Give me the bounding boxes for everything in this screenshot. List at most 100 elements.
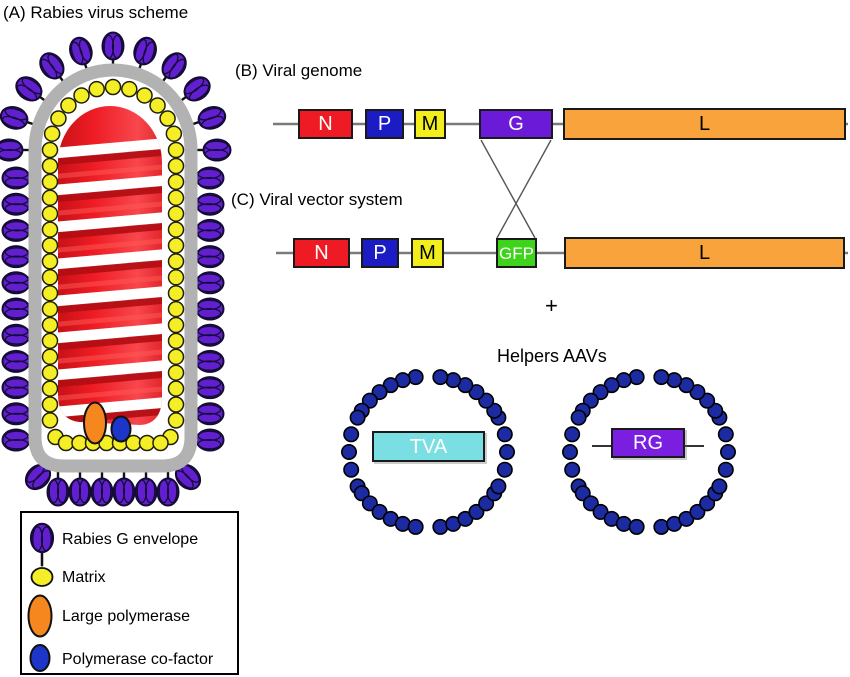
aav-capsid-dot <box>496 461 513 478</box>
matrix-icon <box>41 141 59 159</box>
legend-label-large-polymerase: Large polymerase <box>62 608 191 625</box>
aav-capsid-dot <box>490 478 507 495</box>
aav-capsid-dot <box>432 369 449 386</box>
aav-capsid-dot <box>498 443 515 460</box>
gene-box-m: M <box>411 238 444 268</box>
rabies-g-envelope-icon <box>39 52 69 89</box>
matrix-icon <box>50 110 67 127</box>
matrix-icon <box>41 364 59 381</box>
aav-cargo-tva: TVA <box>372 431 485 462</box>
aav-capsid-dot <box>717 461 734 478</box>
matrix-icon <box>41 253 59 270</box>
matrix-icon <box>167 173 185 191</box>
aav-capsid-dot <box>570 409 587 426</box>
matrix-icon <box>41 332 59 350</box>
aav-capsid-dot <box>407 518 424 535</box>
rabies-g-envelope-icon <box>174 76 211 106</box>
matrix-icon <box>60 97 77 114</box>
swap-line-2 <box>496 139 552 239</box>
gene-box-p: P <box>365 109 404 139</box>
aav-capsid-dot <box>717 426 734 443</box>
legend: Rabies G envelope Matrix Large polymeras… <box>20 511 239 675</box>
matrix-icon <box>121 80 138 98</box>
matrix-icon <box>41 300 59 318</box>
aav-capsid-dot <box>628 518 645 535</box>
aav-capsid-dot <box>432 518 449 535</box>
aav-capsid-dot <box>343 461 360 478</box>
rabies-g-envelope-icon <box>29 522 55 567</box>
rabies-g-envelope-icon <box>1 166 43 190</box>
aav-capsid-dot <box>653 369 670 386</box>
rabies-g-envelope-icon <box>0 138 36 162</box>
aav-capsid-dot <box>496 426 513 443</box>
matrix-icon <box>167 412 185 429</box>
matrix-icon <box>167 300 185 318</box>
matrix-icon <box>41 221 59 238</box>
aav-capsid-dot <box>445 372 462 389</box>
legend-label-envelope: Rabies G envelope <box>62 531 199 548</box>
matrix-icon <box>41 189 59 207</box>
matrix-icon <box>41 237 59 254</box>
gene-box-n: N <box>298 109 353 139</box>
matrix-icon <box>167 157 185 175</box>
matrix-icon <box>41 205 59 222</box>
aav-capsids <box>340 369 736 535</box>
matrix-icon <box>167 396 185 413</box>
matrix-icon <box>41 269 59 286</box>
aav-capsid-dot <box>666 372 683 389</box>
legend-label-matrix: Matrix <box>62 569 106 586</box>
rabies-g-envelope-icon <box>156 465 180 507</box>
matrix-icon <box>167 269 185 286</box>
matrix-icon <box>88 80 105 98</box>
matrix-icon <box>167 332 185 350</box>
swap-line-1 <box>480 139 536 239</box>
matrix-icon <box>167 253 185 270</box>
aav-capsid-dot <box>711 478 728 495</box>
gene-box-gfp: GFP <box>496 238 537 268</box>
aav-capsid-dot <box>561 443 578 460</box>
aav-cargo-rg: RG <box>611 428 685 458</box>
panel-b-title: (B) Viral genome <box>235 61 363 80</box>
matrix-icon <box>167 189 185 207</box>
matrix-icon <box>167 237 185 254</box>
matrix-icon <box>41 412 59 429</box>
aav-capsid-dot <box>615 515 632 532</box>
helpers-aavs-title: Helpers AAVs <box>497 346 607 366</box>
aav-capsid-dot <box>628 369 645 386</box>
gene-box-l: L <box>563 108 846 140</box>
legend-label-cofactor: Polymerase co-factor <box>62 651 214 668</box>
matrix-icon <box>167 348 185 366</box>
matrix-icon <box>167 221 185 238</box>
matrix-icon <box>41 284 59 302</box>
matrix-icon <box>159 110 176 127</box>
matrix-icon <box>41 348 59 366</box>
matrix-icon <box>43 125 61 142</box>
matrix-icon <box>149 97 166 114</box>
gene-box-n: N <box>293 238 350 268</box>
aav-capsid-dot <box>407 369 424 386</box>
matrix-icon <box>167 380 185 397</box>
plus-sign: + <box>545 293 558 318</box>
matrix-icon <box>30 567 54 587</box>
rabies-virion <box>0 31 232 507</box>
gene-box-g: G <box>479 109 553 139</box>
matrix-icon <box>167 205 185 222</box>
aav-capsid-dot <box>719 443 736 460</box>
large-polymerase-icon <box>27 594 53 638</box>
matrix-icon <box>167 364 185 381</box>
gene-box-l: L <box>564 237 845 269</box>
legend-icons <box>27 522 55 672</box>
matrix-icon <box>41 396 59 413</box>
gene-box-p: P <box>361 238 399 268</box>
matrix-icon <box>73 87 90 104</box>
matrix-icon <box>167 284 185 302</box>
aav-capsid-dot <box>340 443 357 460</box>
matrix-icon <box>41 380 59 397</box>
polymerase-cofactor-icon <box>29 644 51 672</box>
matrix-icon <box>167 316 185 334</box>
matrix-icon <box>167 141 185 159</box>
matrix-icon <box>152 434 169 452</box>
static-art <box>273 122 848 447</box>
matrix-icon <box>165 125 183 142</box>
